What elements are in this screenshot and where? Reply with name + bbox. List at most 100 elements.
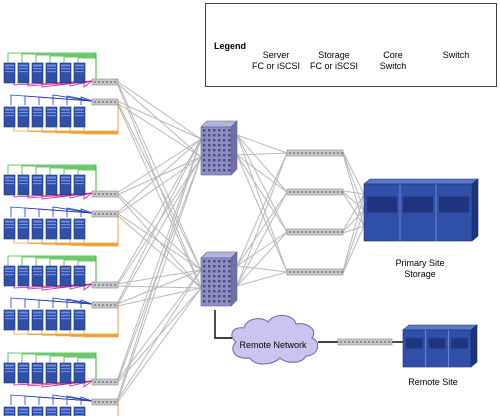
server-icon: [73, 106, 86, 128]
cable-blue: [80, 208, 93, 217]
cable-blue: [66, 207, 93, 217]
legend-storage-line1: Storage: [318, 50, 350, 60]
cable-blue: [52, 297, 93, 308]
cable-orange: [83, 101, 119, 135]
server-bay: [75, 64, 84, 67]
switch-port: [329, 231, 331, 233]
server-icon: [45, 62, 58, 84]
core-port: [203, 270, 206, 273]
server-bay: [19, 368, 28, 370]
server-bay: [47, 318, 56, 320]
server-icon: [31, 106, 44, 128]
switch-port: [297, 231, 299, 233]
core-port: [223, 260, 226, 263]
core-switch-icon: [200, 251, 238, 307]
server-bay: [19, 115, 28, 117]
edge-switch-icon: [91, 281, 119, 289]
server-bay: [33, 315, 42, 317]
core-link: [236, 134, 288, 154]
switch-port: [110, 81, 112, 83]
server-body: [3, 265, 16, 287]
server-bay: [19, 64, 28, 67]
legend-storage-line2: FC or iSCSI: [309, 61, 358, 71]
server-icon: [45, 309, 58, 331]
server-bay: [47, 68, 56, 70]
server-bay: [47, 224, 56, 226]
storage-link: [342, 151, 365, 195]
core-port: [208, 295, 211, 298]
switch-port: [321, 152, 323, 154]
switch-port: [337, 231, 339, 233]
storage-link: [342, 225, 365, 234]
switch-port: [364, 341, 366, 343]
core-port: [203, 139, 206, 142]
switch-port: [317, 152, 319, 154]
core-port: [213, 164, 216, 167]
switch-port: [98, 401, 100, 403]
server-bay: [47, 267, 56, 270]
core-link: [236, 134, 288, 193]
server-bay: [33, 364, 42, 367]
core-port: [208, 164, 211, 167]
core-port: [208, 300, 211, 303]
core-port: [208, 270, 211, 273]
server-icon: [31, 362, 44, 384]
storage-panel: [367, 196, 397, 213]
core-link: [236, 265, 288, 273]
server-bay: [61, 224, 70, 226]
server-bay: [33, 371, 42, 373]
server-bay: [5, 115, 14, 117]
switch-port: [309, 152, 311, 154]
switch-port: [368, 341, 370, 343]
cable-green: [77, 260, 97, 282]
core-port: [228, 134, 231, 137]
server-bay: [47, 271, 56, 273]
server-bay: [75, 267, 84, 270]
primary-site-line1: Primary Site: [395, 258, 445, 268]
switch-port: [289, 152, 291, 154]
server-bay: [61, 412, 70, 414]
server-icon: [59, 218, 72, 240]
server-body: [45, 218, 58, 240]
server-bay: [5, 176, 14, 179]
core-link: [236, 134, 288, 273]
server-body: [73, 309, 86, 331]
core-link: [236, 231, 288, 267]
edge-switch-icon: [286, 268, 344, 276]
core-port: [208, 139, 211, 142]
switch-port: [94, 401, 96, 403]
server-icon: [45, 218, 58, 240]
server-bay: [33, 108, 42, 111]
server-bay: [47, 115, 56, 117]
server-body: [31, 62, 44, 84]
server-bay: [5, 408, 14, 411]
remote-storage-icon: [402, 324, 478, 368]
server-bay: [47, 176, 56, 179]
cable-blue: [38, 96, 93, 105]
switch-port: [325, 271, 327, 273]
server-body: [3, 174, 16, 196]
server-bay: [19, 364, 28, 367]
core-port: [208, 275, 211, 278]
server-body: [59, 265, 72, 287]
legend-title: Legend: [214, 41, 247, 51]
server-icon: [59, 309, 72, 331]
server-icon: [3, 309, 16, 331]
server-bay: [61, 364, 70, 367]
switch-port: [94, 381, 96, 383]
server-icon: [3, 62, 16, 84]
server-bay: [19, 68, 28, 70]
core-port: [213, 270, 216, 273]
switch-body: [91, 301, 119, 309]
core-port: [203, 149, 206, 152]
switch-port: [289, 271, 291, 273]
switch-port: [333, 271, 335, 273]
switch-port: [106, 213, 108, 215]
core-link: [236, 154, 288, 233]
switch-port: [309, 191, 311, 193]
switch-body: [91, 98, 119, 106]
server-body: [45, 362, 58, 384]
edge-switch-icon: [91, 190, 119, 198]
server-body: [3, 406, 16, 416]
